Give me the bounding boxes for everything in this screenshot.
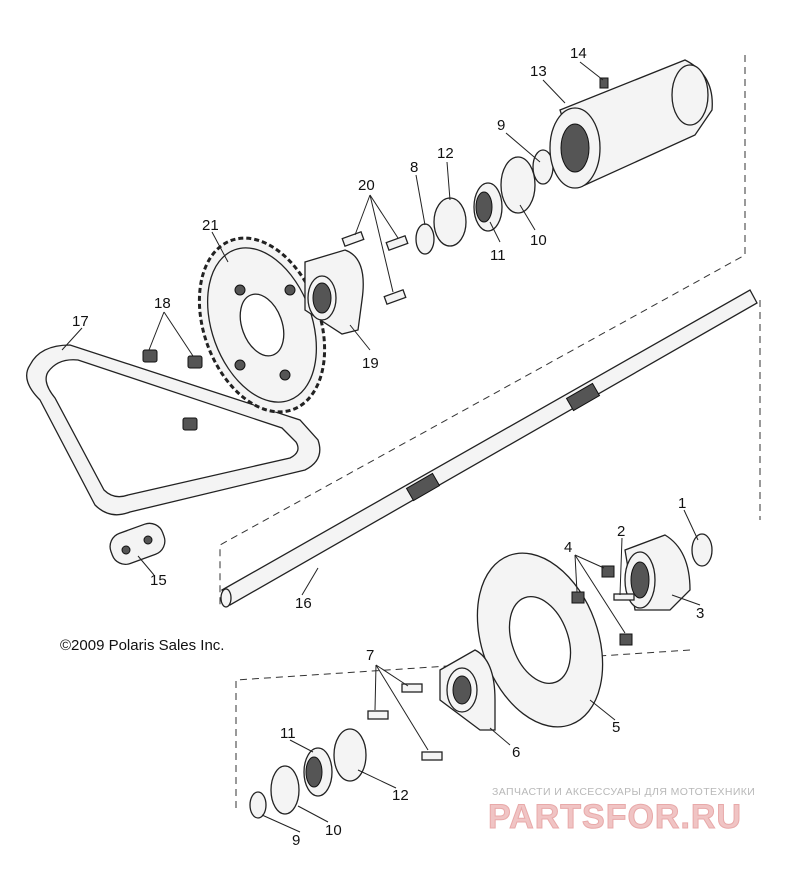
callout-10-upper: 10 xyxy=(530,232,547,249)
callout-21: 21 xyxy=(202,217,219,234)
callout-10-lower: 10 xyxy=(325,822,342,839)
lower-carrier xyxy=(624,533,713,611)
hub-bolts-lower xyxy=(367,683,443,761)
lower-bearing-stack xyxy=(249,728,367,819)
hub-bolts xyxy=(341,230,409,306)
watermark-tagline: ЗАПЧАСТИ И АКСЕССУАРЫ ДЛЯ МОТОТЕХНИКИ xyxy=(492,786,755,798)
callout-13: 13 xyxy=(530,63,547,80)
callout-4: 4 xyxy=(564,539,572,556)
callout-12-lower: 12 xyxy=(392,787,409,804)
callout-2: 2 xyxy=(617,523,625,540)
callout-17: 17 xyxy=(72,313,89,330)
callout-15: 15 xyxy=(150,572,167,589)
lower-fasteners xyxy=(571,565,635,646)
callout-5: 5 xyxy=(612,719,620,736)
axle-shaft xyxy=(220,289,758,608)
callout-11-upper: 11 xyxy=(490,247,506,264)
upper-bearing-stack xyxy=(415,149,554,255)
callout-6: 6 xyxy=(512,744,520,761)
callout-labels: 14 13 9 12 8 20 21 11 10 18 17 19 1 2 4 … xyxy=(72,45,704,849)
callout-7: 7 xyxy=(366,647,374,664)
assembly-guides xyxy=(219,55,761,810)
copyright-notice: ©2009 Polaris Sales Inc. xyxy=(60,637,224,654)
master-link xyxy=(109,522,166,565)
rear-sprocket xyxy=(197,236,327,414)
callout-12-upper: 12 xyxy=(437,145,454,162)
callout-1: 1 xyxy=(678,495,686,512)
callout-9-lower: 9 xyxy=(292,832,300,849)
callout-11-lower: 11 xyxy=(280,725,296,742)
drive-chain xyxy=(26,344,321,516)
callout-18: 18 xyxy=(154,295,171,312)
sprocket-hub xyxy=(304,249,364,335)
callout-8: 8 xyxy=(410,159,418,176)
watermark-brand: PARTSFOR.RU xyxy=(488,798,742,836)
watermark: ЗАПЧАСТИ И АКСЕССУАРЫ ДЛЯ МОТОТЕХНИКИ PA… xyxy=(488,786,755,837)
callout-9-upper: 9 xyxy=(497,117,505,134)
callout-3: 3 xyxy=(696,605,704,622)
callout-16: 16 xyxy=(295,595,312,612)
leader-lines xyxy=(61,61,701,833)
callout-20: 20 xyxy=(358,177,375,194)
brake-disc xyxy=(476,552,604,728)
callout-14: 14 xyxy=(570,45,587,62)
brake-hub xyxy=(439,649,496,731)
callout-19: 19 xyxy=(362,355,379,372)
sprocket-nuts xyxy=(142,349,203,431)
bearing-carrier xyxy=(549,59,713,189)
